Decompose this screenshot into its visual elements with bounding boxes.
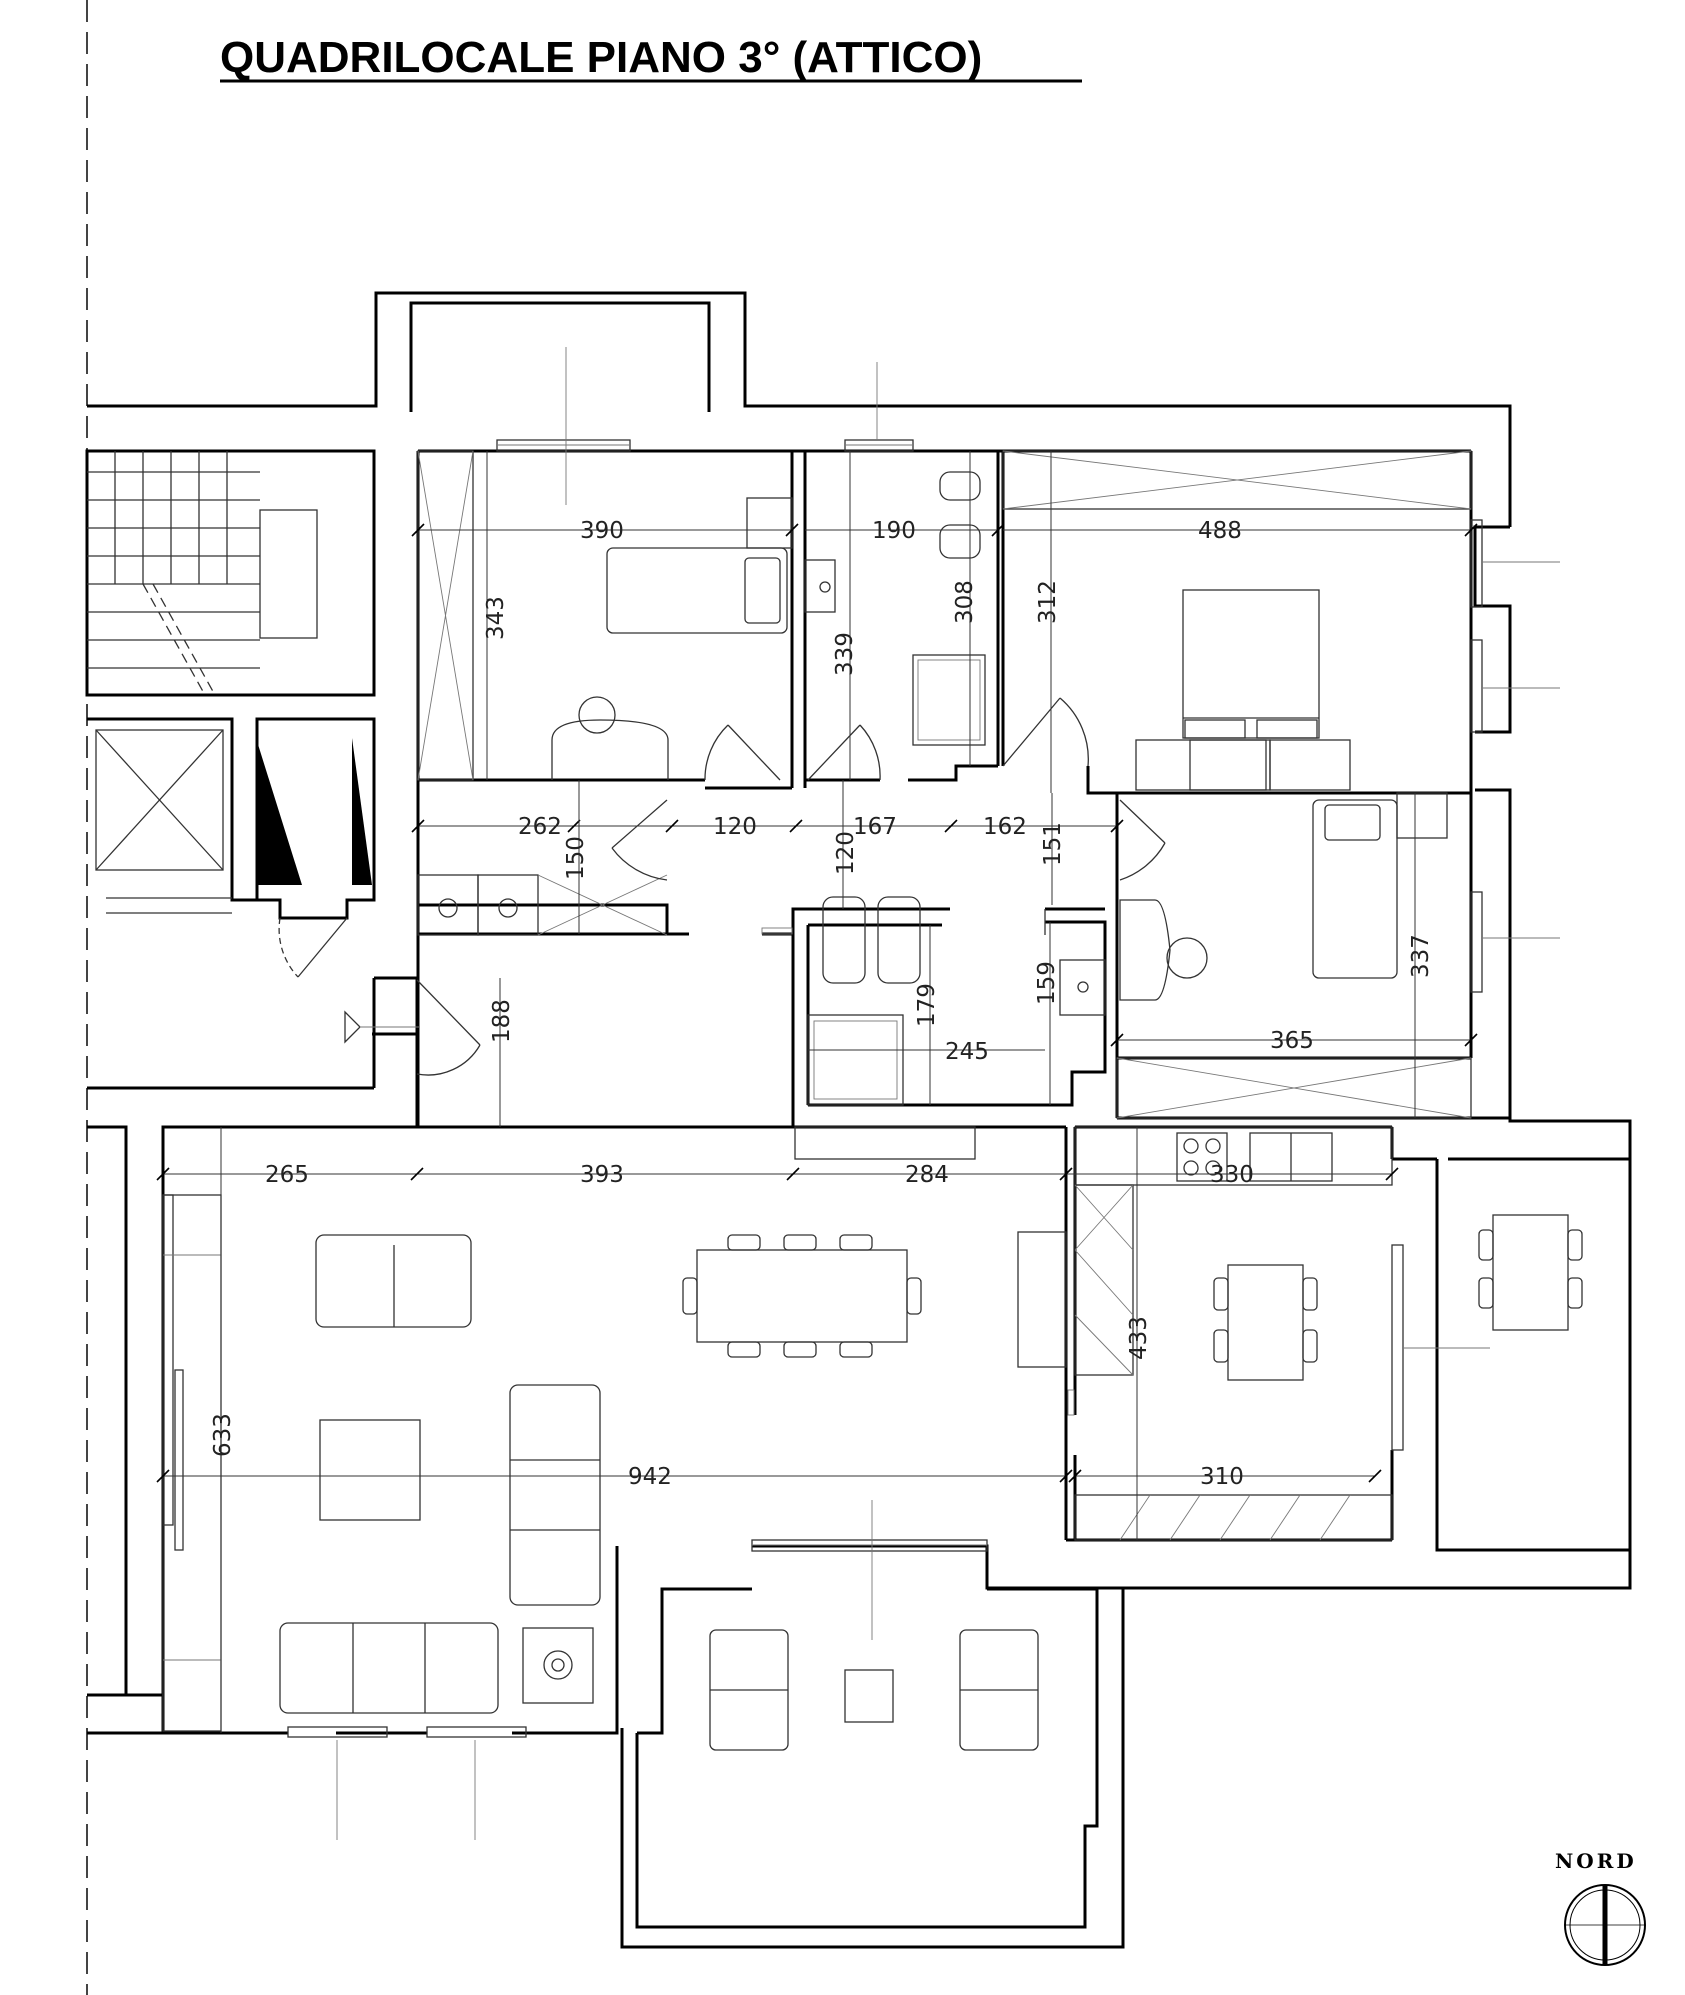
stairwell [85, 449, 376, 697]
lift [95, 729, 420, 1044]
living-room [162, 1126, 1075, 1732]
toilet-icon [939, 471, 981, 501]
dim-bath1-inner: 308 [952, 580, 978, 624]
dim-bedroom1-depth: 343 [483, 596, 509, 640]
compass: Nord [1555, 1849, 1646, 1966]
bathroom-1 [804, 471, 986, 746]
dim-living-depth: 633 [210, 1413, 236, 1457]
doors [416, 697, 1166, 1076]
kitchen [1074, 1126, 1393, 1541]
coffee-table [319, 1419, 421, 1521]
bedroom-1 [417, 450, 793, 781]
double-bed [1182, 589, 1320, 739]
sofa-3-seat [279, 1622, 499, 1714]
toilet-2-icon [822, 896, 866, 984]
dimension-lines [156, 451, 1478, 1733]
shower-icon [912, 654, 986, 746]
kitchen-table [1227, 1264, 1304, 1381]
dim-kitchen-depth: 433 [1126, 1316, 1152, 1360]
bed-single-3 [1312, 799, 1398, 979]
dim-master-width: 488 [1198, 518, 1242, 544]
bedroom-3 [1116, 792, 1472, 1119]
compass-label: Nord [1555, 1849, 1637, 1873]
outer-walls [87, 291, 1632, 1949]
dim-bath2-depth: 179 [914, 983, 940, 1027]
terrace-table-east [1492, 1214, 1569, 1331]
dim-bath2-159: 159 [1034, 961, 1060, 1005]
dim-living-total: 942 [628, 1464, 672, 1490]
dim-hall-162: 162 [983, 814, 1027, 840]
east-terrace [1478, 1214, 1583, 1331]
dim-hall-120b: 120 [833, 831, 859, 875]
dim-living-393: 393 [580, 1162, 624, 1188]
master-bedroom [1002, 450, 1472, 791]
dining-table [696, 1249, 908, 1343]
dim-bath2-width: 245 [945, 1039, 989, 1065]
fireplace [522, 1627, 594, 1704]
sink-icon [804, 559, 836, 613]
shower-2-icon [807, 1014, 904, 1106]
closet-area [417, 874, 668, 936]
dimension-labels: 390 190 488 343 339 308 312 262 120 167 … [210, 518, 1434, 1490]
dim-living-265: 265 [265, 1162, 309, 1188]
dim-living-284: 284 [905, 1162, 949, 1188]
sink-2-icon [1059, 959, 1106, 1016]
dim-entry-188: 188 [489, 999, 515, 1043]
bathroom-2 [807, 896, 1106, 1106]
interior-walls [85, 449, 1510, 1542]
dim-closet-150: 150 [563, 836, 589, 880]
south-terrace [709, 1629, 1039, 1751]
dim-hall-262: 262 [518, 814, 562, 840]
bidet-icon [939, 524, 981, 559]
stove-icon [1176, 1132, 1228, 1182]
dim-hall-167: 167 [853, 814, 897, 840]
dim-bedroom3-depth: 337 [1408, 934, 1434, 978]
stairs [87, 451, 318, 696]
dim-bedroom3-width: 365 [1270, 1028, 1314, 1054]
dim-kitchen-310: 310 [1200, 1464, 1244, 1490]
dim-hall-151: 151 [1040, 822, 1066, 866]
bidet-2-icon [877, 896, 921, 984]
sofa-3-seat-vertical [509, 1384, 601, 1606]
dim-hall-120a: 120 [713, 814, 757, 840]
bed-single-1 [606, 547, 788, 634]
north-arrow-icon [1564, 1884, 1646, 1966]
dim-master-depth: 312 [1035, 580, 1061, 624]
dim-kitchen-330: 330 [1210, 1162, 1254, 1188]
dim-bedroom1-width: 390 [580, 518, 624, 544]
plan-title: QUADRILOCALE PIANO 3° (ATTICO) [220, 33, 982, 82]
window-axes [336, 347, 1560, 1840]
terrace-side-table [844, 1669, 894, 1723]
dim-bath1-depth: 339 [832, 632, 858, 676]
dim-bath1-width: 190 [872, 518, 916, 544]
